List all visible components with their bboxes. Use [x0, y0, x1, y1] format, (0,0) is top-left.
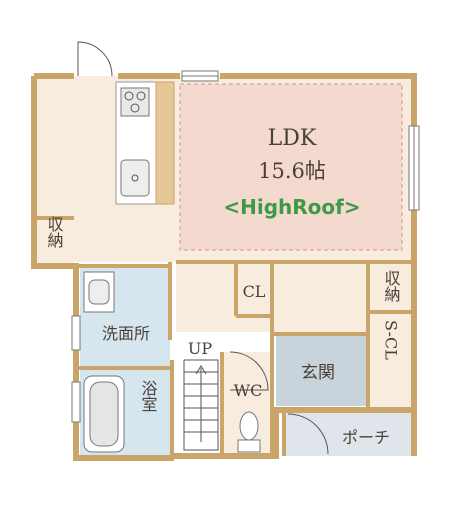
stair-area [178, 354, 220, 456]
closet-label: CL [243, 282, 266, 301]
ldk-label: LDK [268, 126, 317, 151]
bathtub [83, 375, 125, 453]
washroom-label: 洗面所 [102, 324, 150, 343]
storage-left-floor [34, 218, 74, 266]
hall-floor [176, 262, 376, 332]
door-top [77, 41, 113, 77]
shoe-closet-floor [368, 312, 412, 408]
entrance-label: 玄関 [301, 363, 335, 383]
toilet-label: WC [234, 381, 263, 400]
svg-text:浴室: 浴室 [139, 380, 158, 412]
stairs [183, 359, 219, 451]
svg-text:収納: 収納 [45, 216, 64, 249]
svg-text:収納: 収納 [382, 270, 401, 303]
shoe-closet-label: S-CL [382, 320, 401, 360]
stairs-label: UP [188, 339, 212, 358]
ldk-area: 15.6帖 [258, 159, 326, 183]
door-toilet [229, 351, 269, 391]
kitchen-counter [115, 81, 175, 205]
inner-walls [34, 216, 414, 456]
windows [71, 70, 420, 423]
svg-text:S-CL: S-CL [382, 320, 401, 360]
washbasin [83, 271, 115, 313]
toilet-bowl [237, 411, 261, 453]
ldk-highroof-area [179, 83, 403, 251]
porch-label: ポーチ [342, 428, 390, 447]
highroof-label: <HighRoof> [223, 195, 360, 219]
entrance-floor [276, 336, 368, 406]
bath-label: 浴室 [139, 380, 158, 412]
storage-left-label: 収納 [45, 216, 64, 249]
storage-right-label: 収納 [382, 270, 401, 303]
door-entrance [287, 413, 329, 455]
storage-right-floor [368, 264, 414, 312]
